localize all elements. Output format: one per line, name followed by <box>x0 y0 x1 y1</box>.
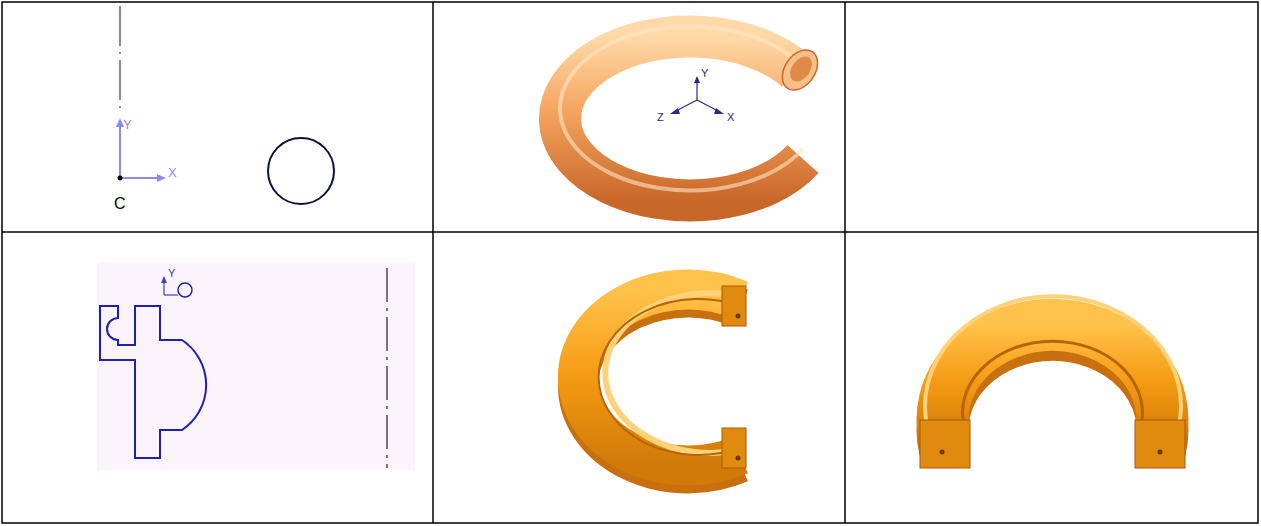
axis-label: Y <box>123 118 132 131</box>
axis-label: X <box>168 166 177 179</box>
ring-profile <box>100 306 206 458</box>
ring-part <box>920 296 1185 468</box>
revolve-axis <box>386 268 387 468</box>
sketch-ground <box>97 262 415 470</box>
profile-circle <box>268 138 334 204</box>
axis-label: Y <box>168 268 175 279</box>
sketch-axis <box>116 6 166 182</box>
ring-part <box>578 286 746 474</box>
axis-label: Y <box>701 68 708 79</box>
axis-label: Z <box>657 112 664 123</box>
axis-triad <box>670 76 724 114</box>
point-label: C <box>114 196 126 212</box>
axis-label: X <box>727 112 734 123</box>
torus-figure <box>560 26 825 200</box>
sketch-axis <box>161 276 192 297</box>
